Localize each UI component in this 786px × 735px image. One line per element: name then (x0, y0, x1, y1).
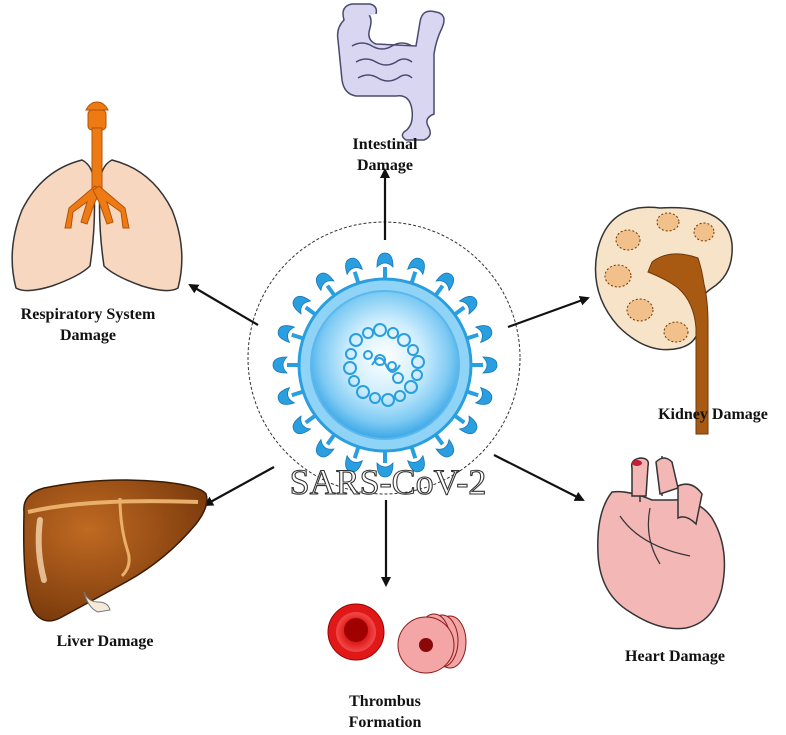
respiratory-damage-line2: Damage (60, 327, 116, 344)
heart-icon (597, 456, 726, 630)
heart-damage-label: Heart Damage (625, 648, 725, 665)
spike-protein-icon (470, 356, 498, 374)
arrow-to-liver (203, 466, 275, 506)
virus-label: SARS-CoV-2 (290, 462, 487, 502)
virus-rna-icon (343, 323, 425, 407)
arrow-to-lungs (188, 283, 259, 326)
arrow-to-heart (493, 454, 585, 501)
spike-protein-icon (272, 356, 300, 374)
kidney-icon (594, 206, 733, 435)
virus-icon (272, 252, 498, 478)
arrow-to-kidney (507, 296, 590, 329)
thrombus-icon (327, 603, 467, 674)
thrombus-formation-label: Thrombus Formation (300, 691, 470, 733)
intestinal-damage-label: Intestinal Damage (300, 134, 470, 176)
thrombus-formation-line1: Thrombus (349, 693, 421, 710)
respiratory-damage-label: Respiratory System Damage (0, 304, 176, 346)
kidney-damage-label: Kidney Damage (658, 406, 768, 423)
intestinal-damage-line2: Damage (357, 157, 413, 174)
respiratory-damage-line1: Respiratory System (20, 306, 156, 323)
thrombus-formation-line2: Formation (348, 714, 422, 731)
intestine-icon (336, 3, 445, 141)
spike-protein-icon (376, 252, 394, 280)
arrows (188, 168, 590, 587)
liver-icon (22, 479, 208, 622)
liver-damage-label: Liver Damage (56, 633, 154, 650)
intestinal-damage-line1: Intestinal (352, 136, 418, 153)
lungs-icon (11, 101, 183, 292)
